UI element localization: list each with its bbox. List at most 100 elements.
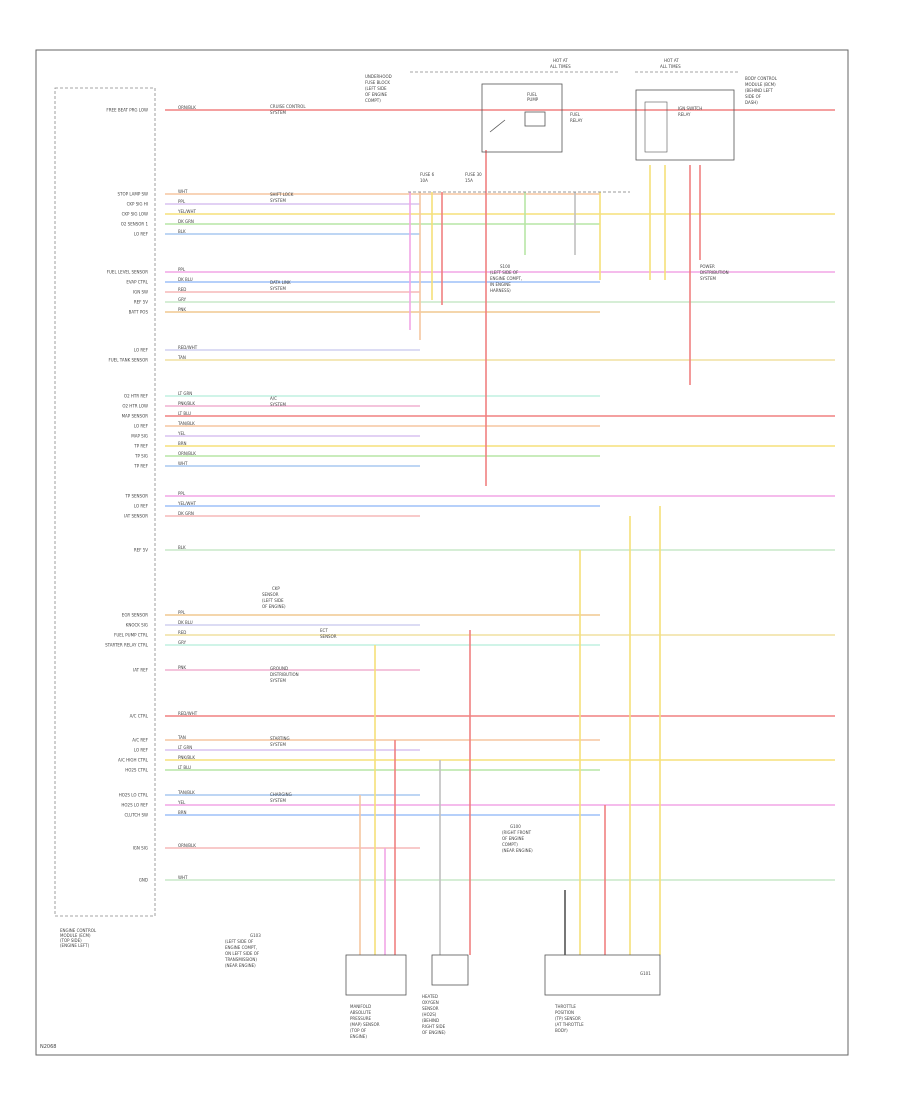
underhood-line-2: FUSE BLOCK bbox=[365, 80, 390, 85]
ac-line-2: SYSTEM bbox=[270, 402, 286, 407]
wire-color-label: BLK bbox=[178, 229, 186, 234]
map-line-3: PRESSURE bbox=[350, 1016, 372, 1021]
wire-color-label: PNK/BLK bbox=[178, 401, 195, 406]
pin-label: IGN SW bbox=[133, 290, 148, 295]
wire-color-label: BRN bbox=[178, 441, 187, 446]
o2-line-1: HEATED bbox=[422, 994, 438, 999]
charging-line-1: CHARGING bbox=[270, 792, 292, 797]
wire-color-label: WHT bbox=[178, 875, 188, 880]
ground-line-3: SYSTEM bbox=[270, 678, 286, 683]
wire-color-label: YEL bbox=[177, 431, 186, 436]
pin-label: A/C REF bbox=[132, 738, 148, 743]
wire-color-label: LT BLU bbox=[178, 765, 191, 770]
pin-label: IAT SENSOR bbox=[124, 514, 148, 519]
tp-line-5: BODY) bbox=[555, 1028, 568, 1033]
pin-label: MAP SENSOR bbox=[122, 414, 149, 419]
wire-color-label: RED bbox=[178, 287, 186, 292]
wire-color-label: BLK bbox=[178, 545, 186, 550]
map-line-6: ENGINE) bbox=[350, 1034, 367, 1039]
wire-color-label: DK BLU bbox=[178, 277, 193, 282]
g103-line-5: TRANSMISSION) bbox=[224, 957, 257, 962]
diagram-frame bbox=[35, 49, 849, 1056]
wire-color-label: TAN bbox=[177, 735, 186, 740]
pin-label: A/C CTRL bbox=[130, 714, 149, 719]
map-sensor-box bbox=[345, 954, 407, 996]
underhood-line-4: OF ENGINE bbox=[365, 92, 388, 97]
ect-line-1: ECT bbox=[320, 628, 328, 633]
pin-label: FUEL LEVEL SENSOR bbox=[107, 270, 149, 275]
pin-label: LO REF bbox=[134, 232, 149, 237]
relay-switch bbox=[489, 119, 506, 133]
starting-line-1: STARTING bbox=[270, 736, 290, 741]
o2-line-4: (HO2S) bbox=[422, 1012, 437, 1017]
ckp-line-4: OF ENGINE) bbox=[262, 604, 286, 609]
wire-color-label: YEL/WHT bbox=[177, 501, 197, 506]
shift-lock-line-2: SYSTEM bbox=[270, 198, 286, 203]
wire-color-label: WHT bbox=[178, 461, 188, 466]
underhood-line-1: UNDERHOOD bbox=[365, 74, 392, 79]
o2-line-6: RIGHT SIDE bbox=[422, 1024, 446, 1029]
pin-label: TP SIG bbox=[134, 454, 148, 459]
o2-line-5: (BEHIND bbox=[422, 1018, 439, 1023]
g103-line-1: G103 bbox=[250, 933, 261, 938]
pin-label: TP SENSOR bbox=[124, 494, 148, 499]
wire-color-label: PNK bbox=[178, 307, 186, 312]
ecm-name-line-2: MODULE (ECM) bbox=[60, 933, 91, 938]
ecm-name-line-4: (ENGINE LEFT) bbox=[60, 943, 90, 948]
pin-label: FUEL TANK SENSOR bbox=[108, 358, 148, 363]
pin-label: GND bbox=[139, 878, 148, 883]
wire-color-label: ORN/BLK bbox=[178, 105, 196, 110]
splice-line-3: ENGINE COMPT, bbox=[490, 276, 522, 281]
footer-code: N2068 bbox=[40, 1044, 56, 1050]
starting-line-2: SYSTEM bbox=[270, 742, 286, 747]
fuel-relay-line-1: FUEL bbox=[527, 92, 538, 97]
cruise-line-1: CRUISE CONTROL bbox=[270, 104, 306, 109]
tp-line-4: (AT THROTTLE bbox=[555, 1022, 584, 1027]
bcm-line-1: BODY CONTROL bbox=[745, 76, 778, 81]
data-line-1: DATA LINK bbox=[270, 280, 291, 285]
wire-color-label: PPL bbox=[178, 199, 186, 204]
relay-label-1: FUEL bbox=[570, 112, 581, 117]
pin-label: O2 HTR LOW bbox=[122, 404, 148, 409]
g103-line-6: (NEAR ENGINE) bbox=[225, 963, 256, 968]
wire-color-label: PPL bbox=[178, 491, 186, 496]
g101-label: G101 bbox=[640, 971, 651, 976]
splice-line-2: (LEFT SIDE OF bbox=[490, 270, 519, 275]
hot-left-line-1: HOT AT bbox=[553, 58, 568, 63]
wire-color-label: ORN/BLK bbox=[178, 451, 196, 456]
g103-line-4: ON LEFT SIDE OF bbox=[225, 951, 260, 956]
pin-label: CLUTCH SW bbox=[124, 813, 148, 818]
splice-line-4: IN ENGINE bbox=[490, 282, 511, 287]
map-line-4: (MAP) SENSOR bbox=[350, 1022, 380, 1027]
bcm-line-4: SIDE OF bbox=[745, 94, 762, 99]
wire-color-label: YEL bbox=[177, 800, 186, 805]
ckp-line-1: CKP bbox=[272, 586, 280, 591]
pin-label: REF 5V bbox=[134, 300, 148, 305]
ac-line-1: A/C bbox=[270, 396, 277, 401]
fuse-left-line-1: FUSE 6 bbox=[420, 172, 435, 177]
wire-color-label: PPL bbox=[178, 610, 186, 615]
pin-label: FUEL PUMP CTRL bbox=[114, 633, 149, 638]
pin-label: TP REF bbox=[133, 444, 148, 449]
ign-relay-line-1: IGN SWITCH bbox=[678, 106, 702, 111]
wire-color-label: LT GRN bbox=[178, 391, 192, 396]
pin-label: MAP SIG bbox=[131, 434, 148, 439]
knock-line-2: (RIGHT FRONT bbox=[502, 830, 532, 835]
wire-color-label: RED/WHT bbox=[178, 345, 198, 350]
wire-color-label: GRY bbox=[178, 297, 187, 302]
wire-color-label: BRN bbox=[178, 810, 187, 815]
g103-line-2: (LEFT SIDE OF bbox=[225, 939, 254, 944]
wire-color-label: YEL/WHT bbox=[177, 209, 197, 214]
pin-label: LO REF bbox=[134, 504, 149, 509]
hot-right-line-2: ALL TIMES bbox=[660, 64, 681, 69]
data-line-2: SYSTEM bbox=[270, 286, 286, 291]
bcm-box bbox=[635, 89, 735, 161]
pin-label: O2 SENSOR 1 bbox=[121, 222, 149, 227]
bcm-line-3: (BEHIND LEFT bbox=[745, 88, 773, 93]
knock-line-4: COMPT) bbox=[502, 842, 518, 847]
pin-label: LO REF bbox=[134, 424, 149, 429]
fuel-pump-relay-box bbox=[481, 83, 563, 153]
relay-coil bbox=[524, 111, 546, 127]
heated-o2-box bbox=[431, 954, 469, 986]
